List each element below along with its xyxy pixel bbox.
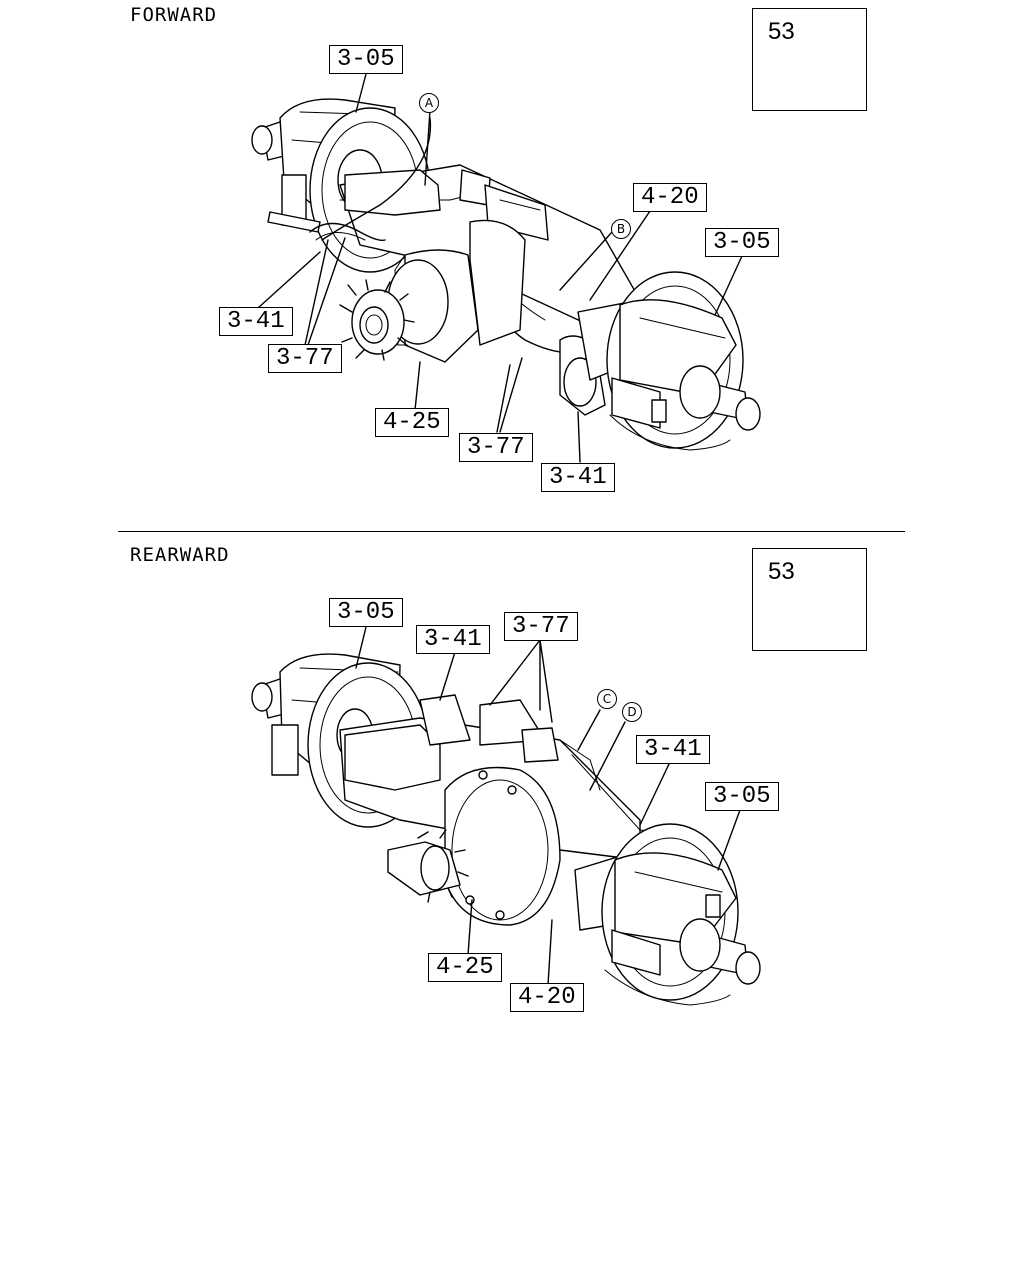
forward-axle-drawing	[251, 98, 761, 451]
forward-leader-lines	[257, 73, 743, 463]
rearward-callout-housing: 4-20	[510, 983, 584, 1012]
forward-callout-diff: 4-25	[375, 408, 449, 437]
forward-callout-hub-left: 3-05	[329, 45, 403, 74]
forward-ref-a: A	[419, 93, 439, 113]
forward-callout-clip-left: 3-77	[268, 344, 342, 373]
forward-section-title: FORWARD	[130, 4, 218, 26]
rearward-leader-lines	[355, 626, 741, 986]
forward-callout-hub-right: 3-05	[705, 228, 779, 257]
rearward-ref-c: C	[597, 689, 617, 709]
rearward-ref-d: D	[622, 702, 642, 722]
rearward-callout-line-top: 3-41	[416, 625, 490, 654]
forward-clamp-part-number: 53	[768, 18, 795, 45]
forward-callout-line-left: 3-41	[219, 307, 293, 336]
rearward-callout-hub-right: 3-05	[705, 782, 779, 811]
rearward-callout-line-right: 3-41	[636, 735, 710, 764]
rearward-section-title: REARWARD	[130, 544, 230, 566]
rearward-clamp-part-number: 53	[768, 558, 795, 585]
forward-callout-clip-right: 3-77	[459, 433, 533, 462]
rearward-clamp-inset	[752, 548, 867, 651]
rearward-axle-drawing	[251, 653, 761, 1006]
section-divider	[118, 531, 905, 532]
rearward-callout-diff: 4-25	[428, 953, 502, 982]
forward-callout-housing: 4-20	[633, 183, 707, 212]
forward-callout-line-right: 3-41	[541, 463, 615, 492]
inset-clamp-drawings	[773, 46, 853, 634]
forward-clamp-inset	[752, 8, 867, 111]
rearward-callout-hub-left: 3-05	[329, 598, 403, 627]
forward-ref-b: B	[611, 219, 631, 239]
rearward-callout-clips: 3-77	[504, 612, 578, 641]
